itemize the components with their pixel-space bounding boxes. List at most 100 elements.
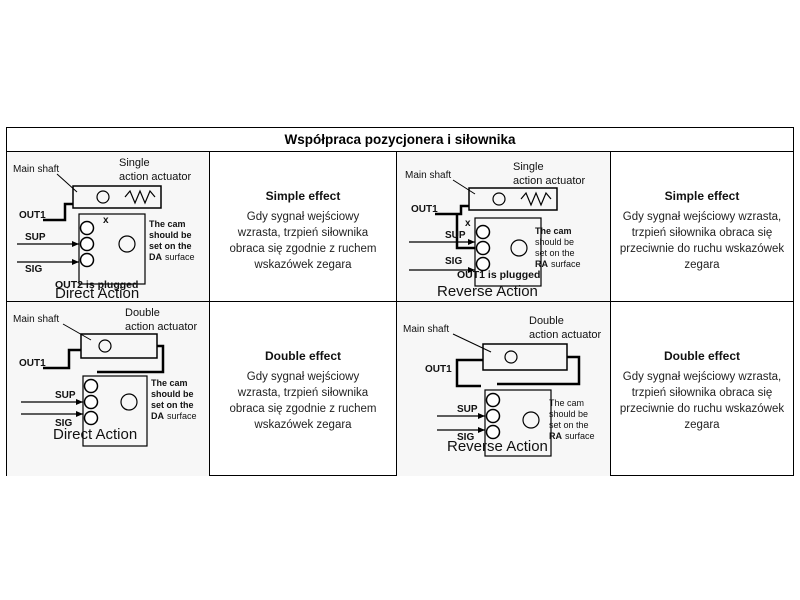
single-direct-schematic: Main shaft Single action actuator OUT1 x… [13,157,195,291]
description-line: trzpień siłownika obraca się [631,227,773,239]
actuator-body [482,343,568,371]
description-line: obraca się zgodnie z ruchem [229,403,377,415]
actuator-label: Double [125,307,160,319]
actuator-label: Double [529,315,564,327]
diagram-caption: Direct Action [53,426,138,443]
out1-label: OUT1 [19,358,46,369]
positioner-body [82,375,148,447]
description-line: przeciwnie do ruchu wskazówek [619,243,785,255]
cam-note: set on the [149,241,192,251]
port-icon [83,378,99,394]
description-line: trzpień siłownika obraca się [631,387,773,399]
main-shaft-label: Main shaft [405,170,451,181]
port-icon [485,392,501,408]
description-line: Gdy sygnał wejściowy [246,371,360,383]
actuator-label: action actuator [119,171,191,183]
out1-label: OUT1 [19,210,46,221]
effect-heading: Simple effect [265,189,341,203]
actuator-label: Single [119,157,150,169]
arrow-head-icon [72,259,79,265]
description-line: wzrasta, trzpień siłownika [237,387,369,399]
description-line: wskazówek zegara [254,259,352,271]
description-line: obraca się zgodnie z ruchem [229,243,377,255]
cam-note: The cam [549,398,584,408]
sup-label: SUP [457,404,478,415]
port-icon [485,424,501,440]
cam-note: The cam [151,378,188,388]
description-line: Gdy sygnał wejściowy [246,211,360,223]
actuator-body [80,333,158,359]
shaft-icon [98,339,112,353]
positioner-body [474,217,542,287]
cam-icon [120,393,138,411]
port-icon [485,408,501,424]
arrow-head-icon [76,411,83,417]
sig-label: SIG [55,418,72,429]
port-icon [475,256,491,272]
out1-label: OUT1 [411,204,438,215]
column-divider [396,152,397,476]
column-divider [209,152,210,476]
actuator-label: action actuator [125,321,197,333]
port-icon [79,236,95,252]
shaft-icon [492,192,506,206]
cam-note: should be [549,409,588,419]
shaft-icon [96,190,110,204]
cam-note-surface: DA [149,252,162,262]
description-line: zegara [684,259,720,271]
main-shaft-label: Main shaft [13,164,59,175]
cam-note: The cam [535,226,572,236]
description-simple-reverse: Simple effect Gdy sygnał wejściowy wzras… [611,152,793,301]
actuator-positioner-table: Współpraca pozycjonera i siłownika Main … [6,127,794,476]
cam-icon [118,235,136,253]
sig-label: SIG [445,256,462,267]
description-line: zegara [684,419,720,431]
main-shaft-label: Main shaft [403,324,449,335]
diagram-caption: Reverse Action [447,438,548,455]
arrow-head-icon [478,427,485,433]
arrow-head-icon [468,267,475,273]
diagram-double-direct: Main shaft Double action actuator OUT1 S… [7,302,209,476]
cam-note: should be [151,389,194,399]
description-line: wskazówek zegara [254,419,352,431]
double-reverse-schematic: Main shaft Double action actuator OUT1 S… [403,315,601,457]
description-line: Gdy sygnał wejściowy wzrasta, [622,371,782,383]
cam-icon [510,239,528,257]
actuator-label: action actuator [529,329,601,341]
double-direct-schematic: Main shaft Double action actuator OUT1 S… [13,307,197,447]
main-shaft-pointer [452,333,492,353]
description-double-direct: Double effect Gdy sygnał wejściowy wzras… [210,302,396,476]
out1-pipe [455,358,483,376]
column-divider [610,152,611,476]
out2-pipe [497,355,581,386]
cam-icon [522,411,540,429]
diagram-caption: Reverse Action [437,283,538,300]
out1-pipe [43,202,73,222]
actuator-body [468,187,558,211]
main-shaft-pointer [56,173,78,193]
table-title: Współpraca pozycjonera i siłownika [7,128,793,152]
cam-note: surface [551,259,581,269]
plugged-note: OUT1 is plugged [457,269,540,281]
positioner-body [484,389,552,457]
actuator-label: action actuator [513,175,585,187]
cam-note: surface [167,411,197,421]
actuator-body [72,185,162,209]
port-icon [79,220,95,236]
sig-label: SIG [457,432,474,443]
port-icon [475,224,491,240]
cam-note-surface: RA [535,259,548,269]
description-line: przeciwnie do ruchu wskazówek [619,403,785,415]
cam-note-surface: DA [151,411,164,421]
cam-note: set on the [549,420,589,430]
description-simple-direct: Simple effect Gdy sygnał wejściowy wzras… [210,152,396,301]
plug-mark: x [103,215,109,226]
out2-pipe [455,214,475,250]
effect-heading: Double effect [663,349,740,363]
sup-label: SUP [55,390,76,401]
effect-heading: Simple effect [664,189,740,203]
cam-note: surface [165,252,195,262]
cam-note: set on the [151,400,194,410]
cam-note: should be [535,237,574,247]
out1-pipe-lower [455,376,481,388]
